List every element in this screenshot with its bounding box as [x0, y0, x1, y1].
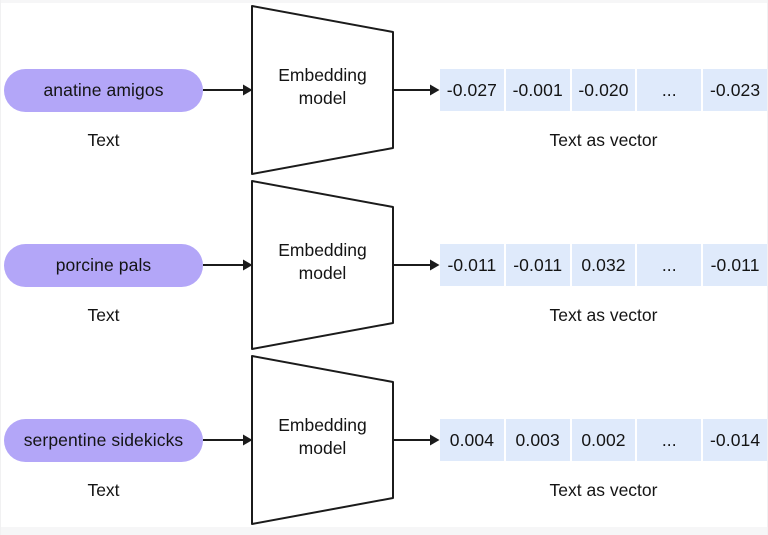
vector-cell: -0.011 [440, 244, 504, 286]
page-frame-left [0, 0, 1, 535]
arrow-right-icon [203, 84, 253, 96]
embedding-model-shape [251, 355, 394, 525]
vector-cells: -0.011 -0.011 0.032 ... -0.011 [440, 244, 767, 286]
arrow-right-icon [392, 259, 440, 271]
vector-cell: 0.004 [440, 419, 504, 461]
embedding-row-1: anatine amigos Text Embedding model -0.0… [0, 0, 768, 175]
vector-cell: 0.003 [505, 419, 570, 461]
vector-cell: -0.014 [703, 419, 767, 461]
embedding-model-shape [251, 180, 394, 350]
vector-cells: 0.004 0.003 0.002 ... -0.014 [440, 419, 767, 461]
vector-caption: Text as vector [549, 480, 658, 500]
input-caption: Text [87, 130, 120, 150]
input-caption: Text [87, 305, 120, 325]
vector-cell: -0.011 [703, 244, 767, 286]
input-text-pill: porcine pals [4, 244, 203, 287]
vector-cell: -0.001 [505, 69, 570, 111]
vector-cell: -0.020 [571, 69, 636, 111]
input-text-pill: anatine amigos [4, 69, 203, 112]
vector-cell: 0.002 [571, 419, 636, 461]
embedding-row-2: porcine pals Text Embedding model -0.011… [0, 175, 768, 350]
arrow-right-icon [203, 259, 253, 271]
embedding-model-label: Embedding model [278, 415, 367, 458]
arrow-right-icon [392, 84, 440, 96]
input-text: anatine amigos [43, 80, 164, 100]
vector-cell: 0.032 [571, 244, 636, 286]
vector-cells: -0.027 -0.001 -0.020 ... -0.023 [440, 69, 767, 111]
vector-cell-ellipsis: ... [637, 69, 702, 111]
embedding-model-label: Embedding model [278, 240, 367, 283]
vector-caption: Text as vector [549, 305, 658, 325]
input-text: porcine pals [55, 255, 152, 275]
vector-cell-ellipsis: ... [637, 244, 702, 286]
arrow-right-icon [203, 434, 253, 446]
vector-cell-ellipsis: ... [637, 419, 702, 461]
arrow-right-icon [392, 434, 440, 446]
embedding-model-label: Embedding model [278, 65, 367, 108]
input-text: serpentine sidekicks [23, 430, 184, 450]
input-text-pill: serpentine sidekicks [4, 419, 203, 462]
page-frame-top [0, 0, 768, 3]
input-caption: Text [87, 480, 120, 500]
vector-cell: -0.011 [505, 244, 570, 286]
page-frame-bottom [0, 527, 768, 535]
vector-cell: -0.027 [440, 69, 504, 111]
vector-cell: -0.023 [703, 69, 767, 111]
embedding-model-shape [251, 5, 394, 175]
vector-caption: Text as vector [549, 130, 658, 150]
embedding-row-3: serpentine sidekicks Text Embedding mode… [0, 350, 768, 525]
